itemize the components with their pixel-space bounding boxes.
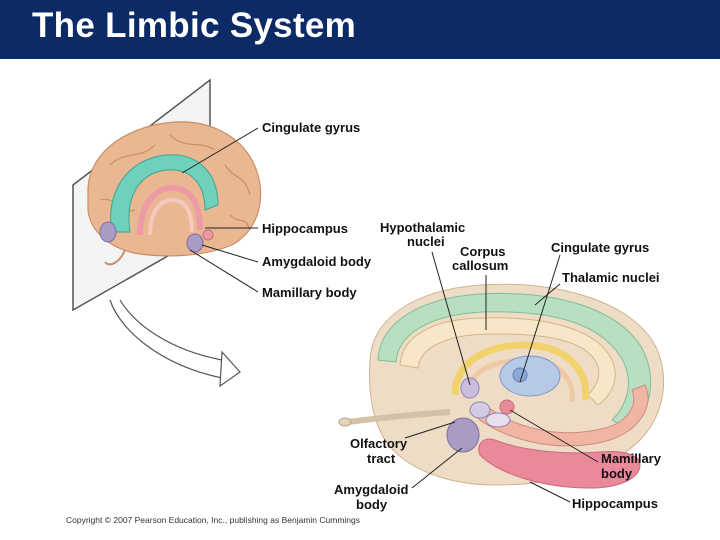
label-olfactory-tract-1: Olfactory (350, 436, 408, 451)
callout-arrowhead (219, 350, 241, 388)
copyright-notice: Copyright © 2007 Pearson Education, Inc.… (66, 515, 361, 525)
large-figure-leaders (404, 251, 599, 503)
large-amygdaloid-body (446, 417, 480, 453)
small-brain-illustration (72, 78, 262, 388)
large-hippocampus (478, 438, 641, 489)
label-amygdaloid-body-2: body (356, 497, 388, 512)
title-bar (0, 0, 720, 59)
small-cingulate-gyrus (110, 154, 219, 233)
label-hippocampus-large: Hippocampus (572, 496, 658, 511)
label-cingulate-gyrus-large: Cingulate gyrus (551, 240, 649, 255)
label-amygdaloid-body-1: Amygdaloid (334, 482, 408, 497)
label-hypothalamic-nuclei-1: Hypothalamic (380, 220, 465, 235)
small-amygdala-left (99, 221, 117, 243)
thalamic-nuclei-shape (499, 355, 561, 397)
small-hippocampus (137, 184, 203, 236)
label-amygdaloid-body-small: Amygdaloid body (262, 254, 372, 269)
label-corpus-callosum-2: callosum (452, 258, 508, 273)
small-figure-leaders (181, 127, 259, 293)
small-mamillary-body (202, 229, 214, 241)
label-thalamic-nuclei: Thalamic nuclei (562, 270, 660, 285)
small-amygdala-right (186, 233, 204, 253)
label-olfactory-tract-2: tract (367, 451, 396, 466)
corpus-callosum-shape (399, 317, 616, 406)
large-limbic-illustration (338, 283, 665, 489)
label-mamillary-body-1: Mamillary (601, 451, 662, 466)
slide-title: The Limbic System (32, 6, 357, 45)
label-hippocampus-small: Hippocampus (262, 221, 348, 236)
label-cingulate-gyrus-small: Cingulate gyrus (262, 120, 360, 135)
large-mamillary-body (499, 399, 515, 415)
label-mamillary-body-small: Mamillary body (262, 285, 357, 300)
label-corpus-callosum-1: Corpus (460, 244, 506, 259)
label-hypothalamic-nuclei-2: nuclei (407, 234, 445, 249)
label-mamillary-body-2: body (601, 466, 633, 481)
